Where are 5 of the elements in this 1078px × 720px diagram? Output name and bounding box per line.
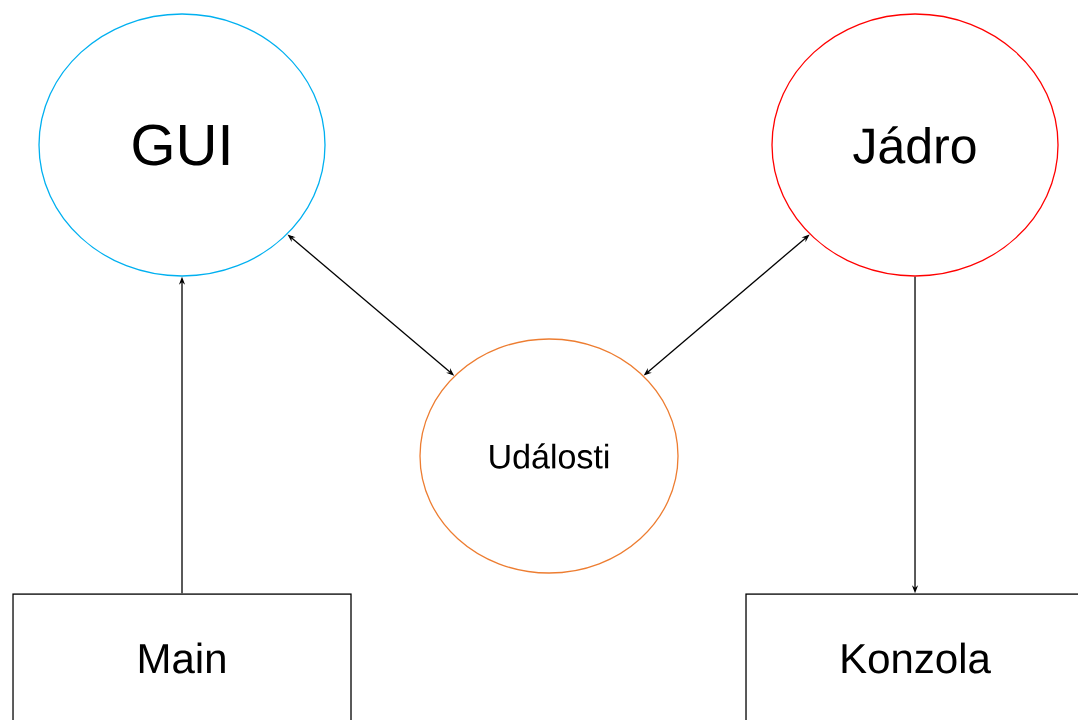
ellipse-node: Události xyxy=(419,338,679,574)
ellipse-node: GUI xyxy=(38,13,326,277)
process-box: Konzola xyxy=(745,593,1078,720)
ellipse-node: Jádro xyxy=(771,13,1059,277)
process-box: Main xyxy=(12,593,352,720)
